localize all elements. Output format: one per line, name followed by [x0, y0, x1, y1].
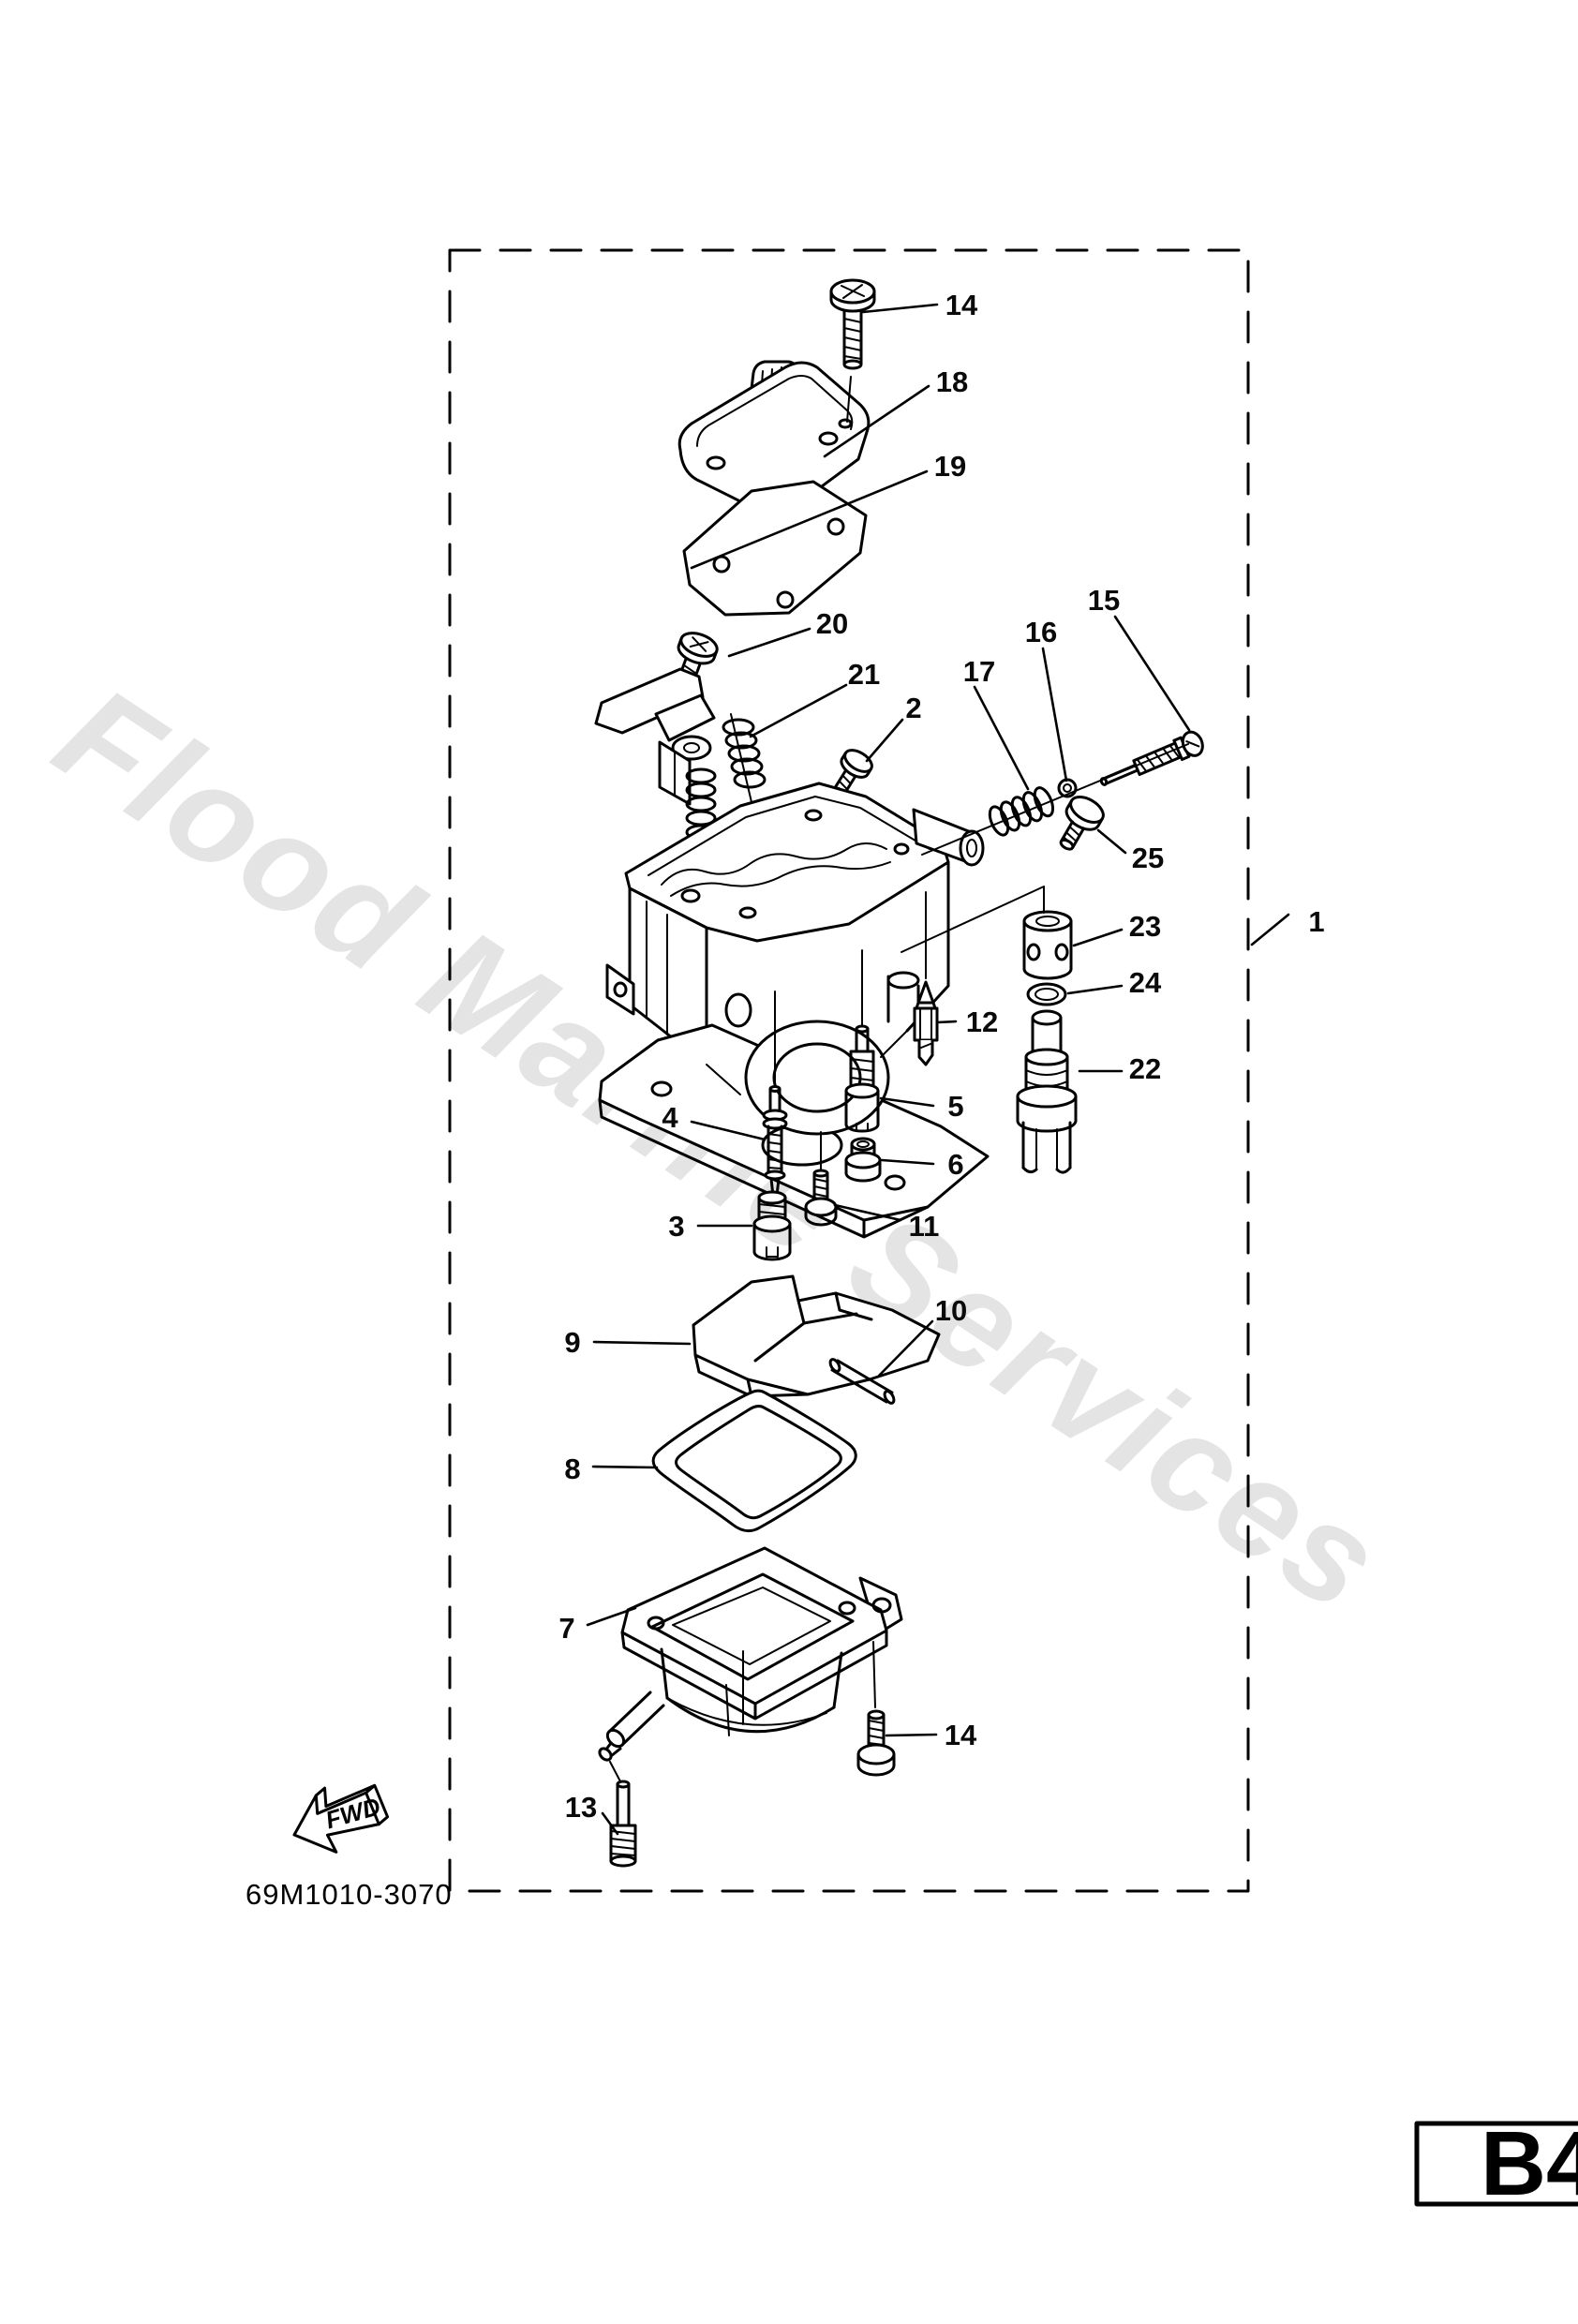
leader-line-20 — [727, 627, 811, 658]
part-9-float — [692, 1274, 941, 1398]
leader-line-4 — [690, 1120, 767, 1141]
part-4-jet-needle — [762, 1085, 788, 1200]
part-7-float-bowl — [598, 1546, 903, 1762]
page-tag-border — [1414, 2121, 1578, 2207]
part-15-pilot-screw — [1099, 730, 1204, 786]
leader-line-6 — [880, 1158, 935, 1166]
leader-line-5 — [879, 1096, 935, 1108]
part-17-spring — [988, 786, 1055, 837]
part-12-needle-valve — [913, 980, 939, 1066]
leader-line-7 — [586, 1606, 637, 1627]
leader-line-9 — [592, 1340, 692, 1346]
part-label-1: 1 — [1308, 905, 1324, 938]
part-label-12: 12 — [966, 1006, 998, 1038]
part-25-screw — [1059, 796, 1105, 851]
leader-line-23 — [1072, 928, 1124, 947]
part-label-4: 4 — [662, 1101, 678, 1134]
fwd-arrow-face — [292, 1791, 380, 1854]
part-19-cover-gasket — [682, 480, 868, 617]
part-label-24: 24 — [1129, 966, 1162, 999]
part-10-float-pin — [828, 1358, 896, 1405]
part-label-14: 14 — [945, 1719, 977, 1751]
part-label-9: 9 — [564, 1326, 580, 1359]
part-label-10: 10 — [935, 1294, 967, 1327]
page-tag-box: B4 — [1414, 2112, 1578, 2214]
part-1-carburetor-body — [594, 667, 990, 1239]
leader-line-17 — [973, 685, 1030, 791]
part-label-20: 20 — [816, 607, 848, 640]
part-label-11: 11 — [909, 1210, 940, 1243]
parts-artwork — [594, 278, 1204, 1868]
leader-line-25 — [1096, 828, 1127, 855]
leader-line-15 — [1113, 615, 1191, 732]
leader-line-14 — [861, 303, 939, 314]
part-label-19: 19 — [934, 450, 966, 483]
part-8-bowl-gasket — [651, 1389, 857, 1533]
part-label-25: 25 — [1132, 842, 1164, 874]
leader-line-13 — [601, 1811, 619, 1836]
part-label-13: 13 — [565, 1791, 597, 1824]
part-label-5: 5 — [947, 1090, 963, 1123]
leader-line-11 — [833, 1203, 902, 1222]
fwd-arrow: FWD — [292, 1783, 390, 1854]
leader-line-21 — [749, 683, 848, 738]
part-14-screw-bottom — [856, 1709, 896, 1777]
part-label-17: 17 — [963, 655, 995, 688]
assembly-axis-lines — [609, 376, 1189, 1782]
page-tag: B4 — [1481, 2112, 1578, 2214]
part-label-23: 23 — [1129, 910, 1161, 943]
part-label-18: 18 — [936, 365, 968, 398]
part-21-spring — [722, 718, 767, 789]
part-label-15: 15 — [1088, 584, 1120, 617]
part-label-7: 7 — [558, 1612, 574, 1645]
leader-line-10 — [877, 1319, 934, 1378]
leader-line-19 — [690, 469, 929, 570]
part-22-main-nozzle — [1016, 1009, 1078, 1174]
part-11-screw — [804, 1169, 838, 1227]
diagram-code: 69M1010-3070 — [246, 1878, 453, 1911]
part-3-plug-screw — [752, 1190, 792, 1261]
part-23-main-jet-holder — [1022, 910, 1073, 980]
part-label-22: 22 — [1129, 1052, 1161, 1085]
part-label-16: 16 — [1025, 616, 1057, 648]
leader-line-14 — [885, 1733, 938, 1737]
part-5-pilot-jet — [844, 1024, 880, 1133]
part-label-6: 6 — [947, 1148, 963, 1181]
leader-line-1 — [1250, 913, 1290, 946]
part-13-drain-screw — [609, 1780, 637, 1868]
leader-line-16 — [1041, 647, 1068, 782]
part-label-8: 8 — [564, 1452, 580, 1485]
part-label-14: 14 — [945, 289, 978, 321]
leader-line-2 — [865, 718, 904, 763]
leader-line-24 — [1066, 984, 1124, 995]
part-2-screw — [832, 749, 873, 797]
part-label-2: 2 — [905, 692, 921, 724]
leader-line-18 — [823, 384, 930, 458]
parts-group-boundary — [448, 248, 1250, 1893]
part-6-main-jet — [844, 1137, 882, 1183]
part-24-o-ring — [1026, 982, 1067, 1006]
part-label-21: 21 — [848, 658, 880, 691]
part-18-top-cover — [677, 360, 871, 515]
leader-line-12 — [935, 1020, 958, 1024]
part-label-3: 3 — [668, 1210, 684, 1243]
part-14-screw-top — [829, 278, 876, 370]
